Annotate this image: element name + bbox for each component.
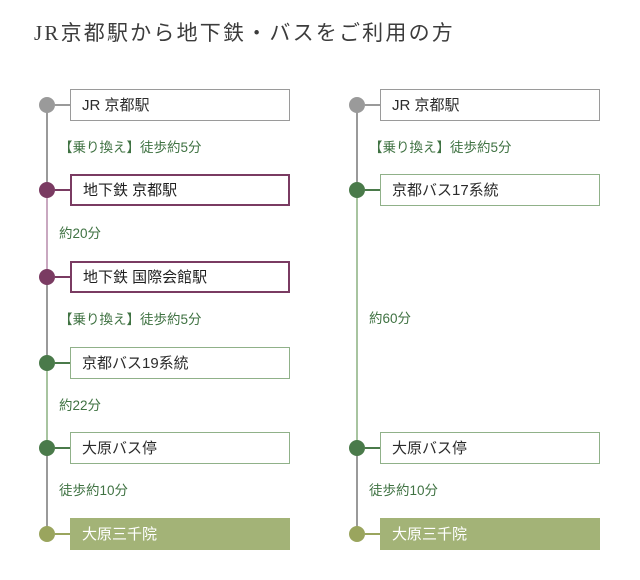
route-duration-label: 約22分 (59, 397, 102, 413)
route-stop-marker (39, 440, 55, 456)
route-stop-connector-stub (55, 447, 70, 449)
route-stop-connector-stub (365, 447, 380, 449)
route-stop-connector-stub (55, 189, 70, 191)
route-connector-line (46, 277, 48, 363)
route-stop-marker (39, 526, 55, 542)
route-stop-marker (349, 182, 365, 198)
route-duration-label: 徒歩約10分 (59, 483, 129, 498)
route-stop-box: 京都バス19系統 (70, 347, 290, 379)
route-stop-connector-stub (55, 533, 70, 535)
route-connector-line (46, 190, 48, 277)
route-stop-marker (39, 182, 55, 198)
route-stop-marker (39, 97, 55, 113)
route-stop-marker (39, 355, 55, 371)
route-connector-line (46, 363, 48, 448)
route-stop-marker (39, 269, 55, 285)
route-stop-marker (349, 526, 365, 542)
route-connector-line (356, 105, 358, 190)
route-stop-box: 地下鉄 国際会館駅 (70, 261, 290, 293)
route-connector-line (356, 448, 358, 534)
route-stop-marker (349, 440, 365, 456)
route-stop-connector-stub (55, 104, 70, 106)
route-stop-connector-stub (55, 276, 70, 278)
route-stop-box: 地下鉄 京都駅 (70, 174, 290, 206)
route-duration-label: 約60分 (369, 311, 412, 326)
route-stop-box: 大原バス停 (380, 432, 600, 464)
route-connector-line (46, 448, 48, 534)
route-stop-connector-stub (365, 533, 380, 535)
route-duration-label: 【乗り換え】徒歩約5分 (59, 312, 202, 327)
route-duration-label: 徒歩約10分 (369, 483, 439, 498)
route-stop-connector-stub (365, 104, 380, 106)
route-stop-box: 大原バス停 (70, 432, 290, 464)
route-connector-line (46, 105, 48, 190)
route-stop-box: 京都バス17系統 (380, 174, 600, 206)
route-stop-marker (349, 97, 365, 113)
route-duration-label: 約20分 (59, 225, 102, 241)
route-stop-box: JR 京都駅 (70, 89, 290, 121)
page-title: JR京都駅から地下鉄・バスをご利用の方 (34, 21, 455, 45)
route-destination-box: 大原三千院 (70, 518, 290, 550)
route-destination-box: 大原三千院 (380, 518, 600, 550)
route-stop-box: JR 京都駅 (380, 89, 600, 121)
route-connector-line (356, 190, 358, 448)
route-duration-label: 【乗り換え】徒歩約5分 (59, 139, 202, 155)
route-column-direct-bus: 【乗り換え】徒歩約5分約60分徒歩約10分 JR 京都駅京都バス17系統大原バス停… (346, 0, 626, 580)
route-stop-connector-stub (55, 362, 70, 364)
route-stop-connector-stub (365, 189, 380, 191)
route-duration-label: 【乗り換え】徒歩約5分 (369, 139, 512, 155)
